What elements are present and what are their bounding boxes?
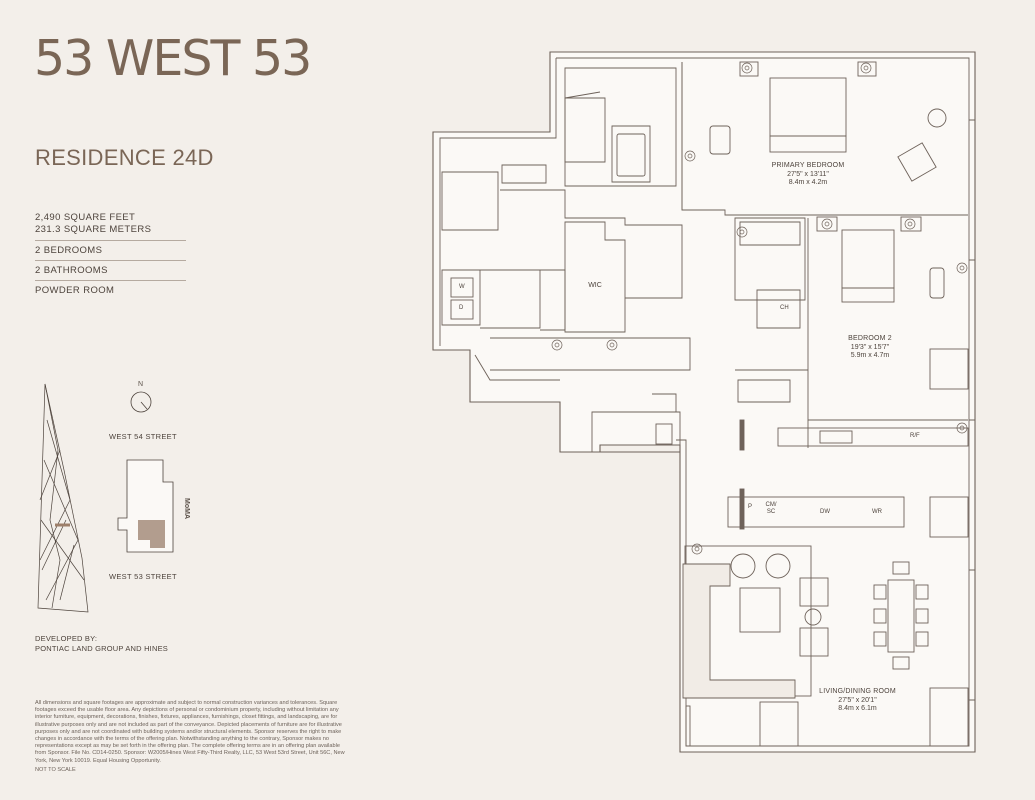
primary-bedroom-label: PRIMARY BEDROOM 27'5" x 13'11" 8.4m x 4.… [758, 162, 858, 188]
bedroom2-metric: 5.9m x 4.7m [850, 352, 890, 359]
exterior-wall [432, 51, 976, 753]
dishwasher-tag: DW [820, 509, 830, 515]
pantry-tag: P [748, 504, 753, 510]
compass-icon [130, 391, 152, 413]
developer-names: PONTIAC LAND GROUP AND HINES [35, 644, 168, 653]
bedrooms: 2 BEDROOMS [35, 241, 186, 261]
bedroom2-label: BEDROOM 2 19'3" x 15'7" 5.9m x 4.7m [825, 335, 915, 361]
fridge-tag: R/F [910, 433, 920, 439]
ch-tag: CH [780, 305, 789, 311]
powder-room: POWDER ROOM [35, 285, 115, 296]
kitchen-island [727, 496, 905, 528]
bedroom2-name: BEDROOM 2 [848, 335, 892, 342]
residence-title: RESIDENCE 24D [35, 145, 214, 170]
street-south: WEST 53 STREET [109, 572, 177, 581]
developer-heading: DEVELOPED BY: [35, 634, 98, 643]
primary-bedroom-name: PRIMARY BEDROOM [771, 162, 845, 169]
building-title: 53 WEST 53 [34, 30, 312, 87]
site-map [117, 459, 174, 553]
washer-tag: W [459, 284, 465, 290]
coffee-tag: CM/ SC [765, 502, 777, 515]
legal-disclaimer: All dimensions and square footages are a… [35, 700, 345, 764]
area-row: 2,490 SQUARE FEET 231.3 SQUARE METERS [35, 212, 186, 241]
bathrooms: 2 BATHROOMS [35, 261, 186, 281]
bedroom2-imperial: 19'3" x 15'7" [850, 343, 890, 351]
wine-tag: WR [872, 509, 882, 515]
coffee-table [739, 587, 781, 633]
north-label: N [138, 381, 144, 388]
living-metric: 8.4m x 6.1m [838, 705, 877, 712]
living-imperial: 27'5" x 20'1" [838, 696, 877, 704]
living-label: LIVING/DINING ROOM 27'5" x 20'1" 8.4m x … [800, 688, 915, 714]
kitchen-counter [777, 427, 969, 447]
primary-bedroom-imperial: 27'5" x 13'11" [787, 170, 829, 178]
vent-markers [551, 62, 968, 555]
dryer-tag: D [459, 305, 464, 311]
primary-bedroom-metric: 8.4m x 4.2m [788, 179, 828, 186]
dining-table [887, 579, 915, 653]
living-name: LIVING/DINING ROOM [819, 688, 896, 695]
developer-credit: DEVELOPED BY: PONTIAC LAND GROUP AND HIN… [35, 634, 168, 654]
wic-label: WIC [588, 282, 602, 289]
square-feet: 2,490 SQUARE FEET [35, 212, 136, 223]
unit-facts: 2,490 SQUARE FEET 231.3 SQUARE METERS 2 … [35, 212, 186, 300]
not-to-scale-note: NOT TO SCALE [35, 767, 76, 773]
street-north: WEST 54 STREET [109, 432, 177, 441]
square-meters: 231.3 SQUARE METERS [35, 224, 152, 235]
tower-illustration [37, 383, 89, 613]
